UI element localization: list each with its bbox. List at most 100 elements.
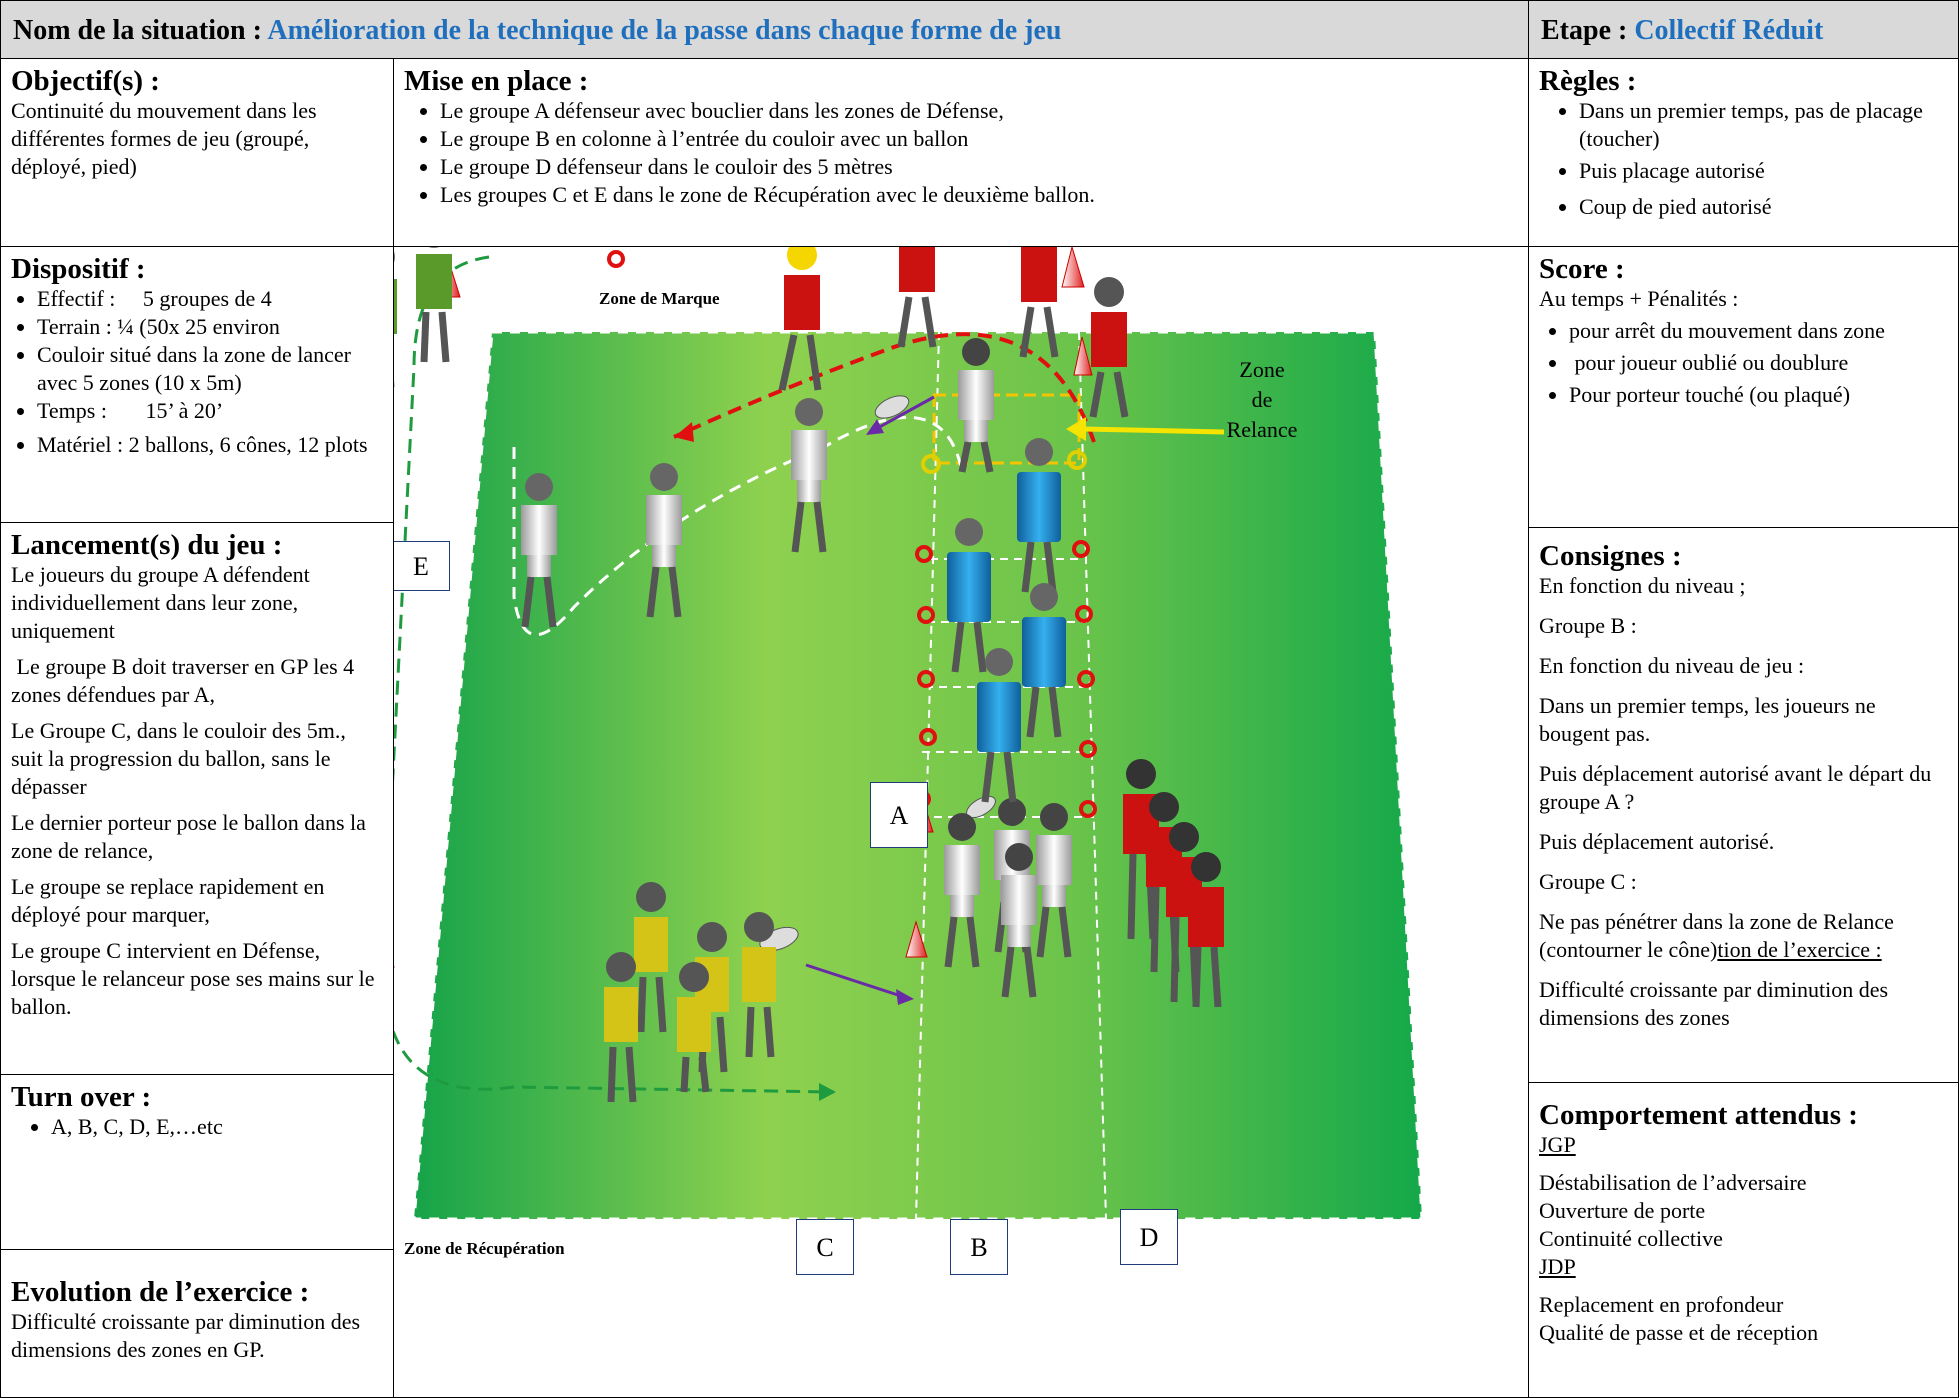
list-item: Terrain : ¼ (50x 25 environ xyxy=(37,313,383,341)
players-green xyxy=(394,247,452,387)
purple-pass-head xyxy=(866,419,884,435)
evolution-text: Difficulté croissante par diminution des… xyxy=(11,1309,361,1362)
list-item: Couloir situé dans la zone de lancer ave… xyxy=(37,341,383,397)
yellow-arrow-head xyxy=(1066,417,1086,441)
rugby-ball xyxy=(874,395,910,419)
group-label-b: B xyxy=(950,1219,1008,1275)
consignes-paragraph: Difficulté croissante par diminution des… xyxy=(1539,977,1889,1030)
field-diagram xyxy=(394,247,1424,1221)
group-label-e: E xyxy=(394,541,450,591)
rugby-field xyxy=(412,330,1424,1221)
list-item: Dans un premier temps, pas de placage (t… xyxy=(1579,97,1948,153)
objectifs-heading: Objectif(s) : xyxy=(11,65,160,97)
group-label-d: D xyxy=(1120,1209,1178,1265)
players-red xyxy=(778,247,1224,1008)
objectifs-text: Continuité du mouvement dans les différe… xyxy=(11,98,317,179)
score-intro: Au temps + Pénalités : xyxy=(1539,286,1739,311)
jgp-item: Continuité collective xyxy=(1539,1226,1723,1251)
yellow-plots xyxy=(921,450,1087,474)
list-item: Coup de pied autorisé xyxy=(1579,193,1948,221)
consignes-paragraph: Puis déplacement autorisé avant le dépar… xyxy=(1539,761,1932,814)
lancement-paragraph: Le groupe C intervient en Défense, lorsq… xyxy=(11,938,375,1019)
list-item: Le groupe B en colonne à l’entrée du cou… xyxy=(440,125,1518,153)
score-list: pour arrêt du mouvement dans zone pour j… xyxy=(1539,317,1948,409)
mise-en-place-heading: Mise en place : xyxy=(404,65,589,97)
zone-relance-label: Zone de Relance xyxy=(1222,355,1302,445)
lancement-heading: Lancement(s) du jeu : xyxy=(11,529,283,561)
consignes-paragraph: En fonction du niveau ; xyxy=(1539,573,1746,598)
jgp-item: Déstabilisation de l’adversaire xyxy=(1539,1170,1807,1195)
evolution-heading: Evolution de l’exercice : xyxy=(11,1276,310,1308)
players-yellow xyxy=(604,882,776,1103)
regles-heading: Règles : xyxy=(1539,65,1637,97)
zone-recuperation-label: Zone de Récupération xyxy=(404,1239,565,1258)
score-heading: Score : xyxy=(1539,253,1625,285)
score-cell: Score : Au temps + Pénalités : pour arrê… xyxy=(1528,246,1959,528)
consignes-paragraph: Dans un premier temps, les joueurs ne bo… xyxy=(1539,693,1876,746)
consignes-paragraph: Ne pas pénétrer dans la zone de Relance … xyxy=(1539,908,1948,964)
list-item: pour arrêt du mouvement dans zone xyxy=(1569,317,1948,345)
list-item: pour joueur oublié ou doublure xyxy=(1569,349,1948,377)
list-item: Puis placage autorisé xyxy=(1579,157,1948,185)
turnover-cell: Turn over : A, B, C, D, E,…etc xyxy=(0,1074,394,1250)
zone-relance-line: Relance xyxy=(1226,417,1298,442)
objectifs-cell: Objectif(s) : Continuité du mouvement da… xyxy=(0,58,394,247)
jdp-item: Qualité de passe et de réception xyxy=(1539,1320,1819,1345)
list-item: Temps : 15’ à 20’ xyxy=(37,397,383,425)
lancement-paragraph: Le joueurs du groupe A défendent individ… xyxy=(11,562,310,643)
consignes-paragraph: Groupe B : xyxy=(1539,613,1637,638)
jdp-label: JDP xyxy=(1539,1254,1576,1279)
turnover-heading: Turn over : xyxy=(11,1081,152,1113)
list-item: Le groupe A défenseur avec bouclier dans… xyxy=(440,97,1518,125)
list-item: Matériel : 2 ballons, 6 cônes, 12 plots xyxy=(37,431,383,459)
diagram-cell: Zone de Marque Zone de Récupération Zone… xyxy=(393,246,1529,1398)
list-item: Effectif : 5 groupes de 4 xyxy=(37,285,383,313)
situation-title-value: Amélioration de la technique de la passe… xyxy=(267,15,1062,46)
mise-en-place-list: Le groupe A défenseur avec bouclier dans… xyxy=(404,97,1518,209)
attack-path xyxy=(512,415,964,637)
dispositif-cell: Dispositif : Effectif : 5 groupes de 4 T… xyxy=(0,246,394,523)
relance-zone-box xyxy=(932,393,1081,465)
zone-relance-line: Zone xyxy=(1239,357,1285,382)
turnover-list: A, B, C, D, E,…etc xyxy=(11,1113,383,1141)
consignes-heading: Consignes : xyxy=(1539,540,1682,572)
dispositif-list: Effectif : 5 groupes de 4 Terrain : ¼ (5… xyxy=(11,285,383,459)
consignes-paragraph: Groupe C : xyxy=(1539,869,1637,894)
lancement-paragraph: Le groupe B doit traverser en GP les 4 z… xyxy=(11,654,360,707)
jgp-label: JGP xyxy=(1539,1132,1576,1157)
consignes-paragraph: Puis déplacement autorisé. xyxy=(1539,829,1775,854)
list-item: A, B, C, D, E,…etc xyxy=(51,1113,383,1141)
pass-arrow-red xyxy=(673,332,1096,443)
lancement-paragraph: Le groupe se replace rapidement en déplo… xyxy=(11,874,325,927)
stage-value: Collectif Réduit xyxy=(1634,15,1824,46)
zone-marque-label: Zone de Marque xyxy=(599,289,720,308)
stage-cell: Etape : Collectif Réduit xyxy=(1528,0,1959,59)
players-shield xyxy=(947,438,1066,803)
regles-list: Dans un premier temps, pas de placage (t… xyxy=(1539,97,1948,221)
purple-arrow xyxy=(805,963,905,999)
list-item: Pour porteur touché (ou plaqué) xyxy=(1569,381,1948,409)
group-label-a: A xyxy=(870,782,928,848)
evolution-cell: Evolution de l’exercice : Difficulté cro… xyxy=(0,1249,394,1398)
jgp-item: Ouverture de porte xyxy=(1539,1198,1706,1223)
lancement-paragraph: Le dernier porteur pose le ballon dans l… xyxy=(11,810,366,863)
jdp-item: Replacement en profondeur xyxy=(1539,1292,1784,1317)
purple-pass-arrow xyxy=(873,395,935,432)
red-arrow-head xyxy=(674,422,694,442)
consignes-paragraph: En fonction du niveau de jeu : xyxy=(1539,653,1805,678)
comportement-cell: Comportement attendus : JGP Déstabilisat… xyxy=(1528,1082,1959,1398)
stage-label: Etape : xyxy=(1541,15,1635,46)
dispositif-heading: Dispositif : xyxy=(11,253,146,285)
purple-arrow-head xyxy=(896,989,914,1005)
regles-cell: Règles : Dans un premier temps, pas de p… xyxy=(1528,58,1959,247)
lancement-paragraph: Le Groupe C, dans le couloir des 5m., su… xyxy=(11,718,346,799)
list-item: Les groupes C et E dans le zone de Récup… xyxy=(440,181,1518,209)
consignes-cell: Consignes : En fonction du niveau ; Grou… xyxy=(1528,527,1959,1083)
lancement-cell: Lancement(s) du jeu : Le joueurs du grou… xyxy=(0,522,394,1075)
comportement-heading: Comportement attendus : xyxy=(1539,1099,1858,1131)
zone-relance-line: de xyxy=(1251,387,1273,412)
green-arrow-head xyxy=(819,1083,836,1101)
list-item: Le groupe D défenseur dans le couloir de… xyxy=(440,153,1518,181)
group-label-c: C xyxy=(796,1219,854,1275)
situation-title-cell: Nom de la situation : Amélioration de la… xyxy=(0,0,1529,59)
